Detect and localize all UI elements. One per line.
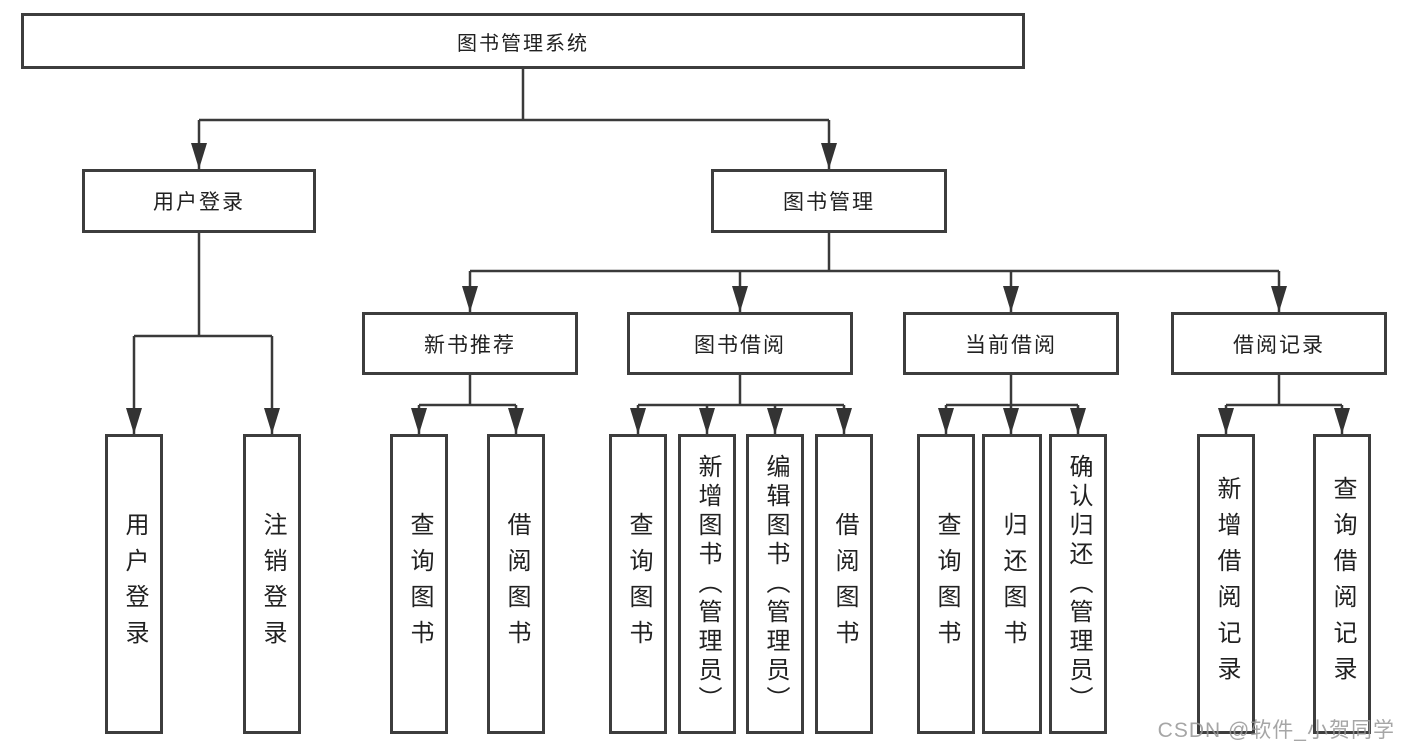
node-user-login-label: 用户登录: [153, 191, 245, 214]
leaf-rec-query-books-label: 查询图书: [406, 512, 433, 656]
node-new-book-recommend: 新书推荐: [362, 312, 578, 375]
node-current-borrow: 当前借阅: [903, 312, 1119, 375]
node-root: 图书管理系统: [21, 13, 1025, 69]
node-current-borrow-label: 当前借阅: [965, 333, 1057, 357]
node-book-management: 图书管理: [711, 169, 947, 233]
leaf-log-query-borrow-record: 查询借阅记录: [1313, 434, 1371, 734]
leaf-log-add-borrow-record-label: 新增借阅记录: [1213, 476, 1240, 692]
leaf-bor-borrow-books-label: 借阅图书: [831, 512, 858, 656]
connector-borrow-records: [1224, 375, 1344, 434]
connector-book-borrow: [636, 375, 846, 434]
node-root-label: 图书管理系统: [457, 32, 589, 55]
leaf-cur-confirm-return-admin: 确认归还（管理员）: [1049, 434, 1107, 734]
connector-root: [197, 69, 831, 169]
leaf-user-login-label: 用户登录: [121, 512, 148, 656]
arrowheads: [126, 143, 1350, 434]
csdn-watermark: CSDN @软件_小贺同学: [1157, 719, 1395, 742]
leaf-bor-query-books: 查询图书: [609, 434, 667, 734]
connector-book-management: [468, 233, 1281, 312]
leaf-logout-label: 注销登录: [259, 512, 286, 656]
leaf-bor-borrow-books: 借阅图书: [815, 434, 873, 734]
leaf-cur-query-books-label: 查询图书: [933, 512, 960, 656]
leaf-bor-add-book-admin-label: 新增图书（管理员）: [694, 453, 721, 715]
connector-new-book-recommend: [417, 375, 518, 434]
leaf-bor-edit-book-admin: 编辑图书（管理员）: [746, 434, 804, 734]
leaf-rec-borrow-books-label: 借阅图书: [503, 512, 530, 656]
leaf-bor-add-book-admin: 新增图书（管理员）: [678, 434, 736, 734]
node-book-borrow-label: 图书借阅: [694, 333, 786, 357]
connector-user-login: [132, 233, 274, 434]
node-book-borrow: 图书借阅: [627, 312, 853, 375]
node-new-book-recommend-label: 新书推荐: [424, 333, 516, 357]
node-borrow-records-label: 借阅记录: [1233, 333, 1325, 357]
leaf-log-query-borrow-record-label: 查询借阅记录: [1329, 476, 1356, 692]
leaf-rec-query-books: 查询图书: [390, 434, 448, 734]
leaf-bor-edit-book-admin-label: 编辑图书（管理员）: [762, 453, 789, 715]
node-user-login: 用户登录: [82, 169, 316, 233]
leaf-user-login: 用户登录: [105, 434, 163, 734]
leaf-rec-borrow-books: 借阅图书: [487, 434, 545, 734]
leaf-cur-return-books-label: 归还图书: [999, 512, 1026, 656]
leaf-cur-confirm-return-admin-label: 确认归还（管理员）: [1065, 453, 1092, 715]
node-borrow-records: 借阅记录: [1171, 312, 1387, 375]
leaf-bor-query-books-label: 查询图书: [625, 512, 652, 656]
leaf-cur-return-books: 归还图书: [982, 434, 1042, 734]
leaf-log-add-borrow-record: 新增借阅记录: [1197, 434, 1255, 734]
leaf-logout: 注销登录: [243, 434, 301, 734]
leaf-cur-query-books: 查询图书: [917, 434, 975, 734]
node-book-management-label: 图书管理: [783, 191, 875, 214]
